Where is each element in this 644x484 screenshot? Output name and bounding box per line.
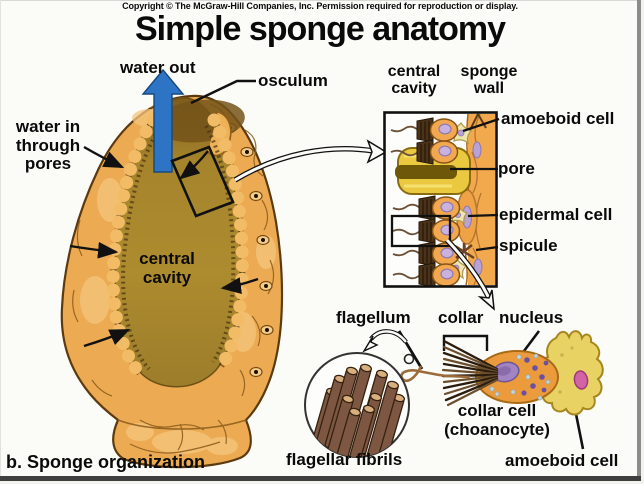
label-central-cavity: central cavity	[139, 249, 195, 287]
highlighted-choanocyte-rect	[390, 214, 452, 248]
water-out-arrow	[141, 68, 185, 173]
fibril-circle-inset	[304, 329, 410, 458]
collar-bracket	[442, 334, 489, 351]
nucleolus	[497, 366, 511, 376]
wall-inset	[383, 111, 500, 311]
flagellum-zoom-point	[403, 353, 415, 365]
label-pore: pore	[498, 159, 535, 178]
choanocyte-collars	[416, 117, 436, 288]
label-flagellum: flagellum	[336, 308, 411, 327]
label-nucleus: nucleus	[499, 308, 564, 327]
label-collar: collar	[438, 308, 484, 327]
inset-leader-lines	[450, 117, 500, 252]
cytoplasm-granules	[489, 353, 551, 401]
page-title: Simple sponge anatomy	[134, 10, 506, 48]
inset-header-central-cavity: central cavity	[387, 63, 441, 97]
osculum-leader-line	[190, 79, 256, 105]
collar-bristles	[441, 339, 499, 407]
magnify-arrow-to-fibrils	[362, 329, 408, 353]
label-collar-cell-choanocyte: collar cell (choanocyte)	[444, 401, 550, 439]
inset-frame	[383, 111, 498, 288]
choanocytes-inset	[390, 117, 461, 288]
magnify-arrow-to-inset	[233, 139, 388, 183]
label-amoeboid-cell-inset: amoeboid cell	[501, 109, 615, 128]
sponge-body	[60, 68, 284, 469]
flagellum-line	[400, 365, 471, 383]
collar-cell-detail	[397, 330, 604, 450]
water-flow-arrows	[69, 145, 259, 348]
ostia-pore-cells	[223, 122, 274, 378]
inset-header-sponge-wall: sponge wall	[460, 63, 518, 97]
magnified-region-rect	[170, 145, 235, 218]
label-water-out: water out	[120, 58, 196, 77]
label-amoeboid-cell-detail: amoeboid cell	[505, 451, 619, 470]
label-water-in-through-pores: water in through pores	[15, 117, 81, 174]
label-epidermal-cell: epidermal cell	[499, 205, 613, 224]
magnify-arrow-to-detail	[445, 238, 495, 311]
label-flagellar-fibrils: flagellar fibrils	[286, 450, 403, 469]
fibril-log	[305, 363, 406, 457]
figure-caption: b. Sponge organization	[6, 452, 205, 472]
label-osculum: osculum	[258, 71, 328, 90]
label-spicule: spicule	[499, 236, 558, 255]
fibril-logs	[305, 363, 406, 457]
collar-cell-body	[475, 350, 559, 404]
copyright-notice: Copyright © The McGraw-Hill Companies, I…	[122, 1, 518, 11]
amoeboid-nucleus	[573, 370, 589, 390]
